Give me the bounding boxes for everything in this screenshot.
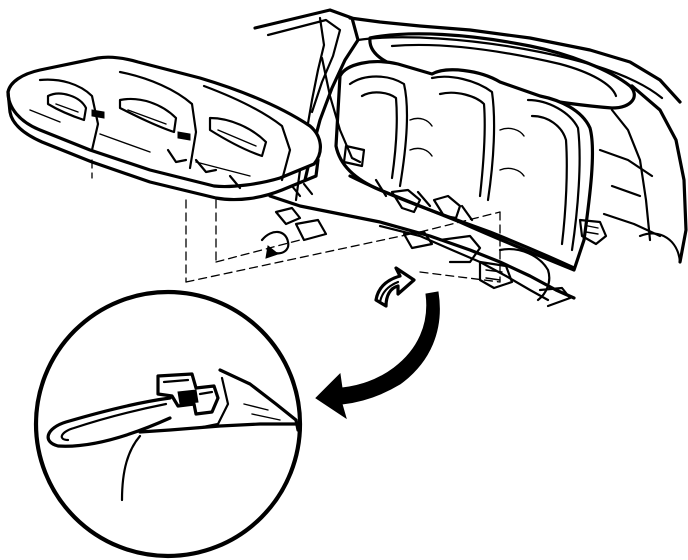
retainer-bracket-detail <box>162 378 214 396</box>
seatback-left-bolster <box>348 75 409 188</box>
floor-sill-right <box>538 286 572 308</box>
direction-arrow[interactable] <box>374 266 416 308</box>
cushion-seam-center <box>118 70 198 170</box>
left-belt-retractor <box>342 144 366 168</box>
floor-tunnel <box>498 248 551 302</box>
proj-center-diag <box>185 231 421 283</box>
quarter-trim-line <box>610 108 652 242</box>
cushion-buckle-slot-1 <box>91 109 105 119</box>
seatback-center <box>430 75 496 202</box>
detail-floor-lower <box>120 434 142 502</box>
rear-seatback <box>334 60 595 272</box>
rear-window-frame <box>356 36 664 100</box>
cushion-seam-right <box>202 84 292 182</box>
cushion-buckle-slot-2 <box>177 131 191 141</box>
retainer-clip <box>177 389 199 405</box>
seat-cushion <box>6 55 322 202</box>
proj-inner-diag <box>215 239 301 263</box>
floor-pan <box>260 194 576 308</box>
detail-magnifier <box>33 289 303 559</box>
right-buckle-detail <box>585 225 599 235</box>
left-belt-strap <box>320 56 362 164</box>
roof-line <box>348 16 682 104</box>
proj-right-diag <box>419 211 501 233</box>
callout-arrow[interactable] <box>315 291 440 420</box>
detail-floor-seam <box>243 403 281 421</box>
seatback-left-seam <box>360 91 398 180</box>
floor-hook-right <box>438 234 482 264</box>
cushion-front-lip <box>6 90 320 202</box>
seat-belt-buckles <box>320 56 608 246</box>
retainer-wire-inner <box>60 402 168 442</box>
cushion-seam-left <box>38 78 100 152</box>
floor-hook-left-tip <box>265 245 280 259</box>
proj-floor-link <box>419 271 501 283</box>
car-body <box>253 8 688 264</box>
direction-arrow-body <box>374 266 416 308</box>
cushion-stitch-1 <box>55 103 257 147</box>
right-buckle <box>578 218 608 246</box>
floor-clip-detail <box>485 269 503 281</box>
seatback-quilt-1 <box>409 117 433 157</box>
seatback-center-seam <box>438 91 486 198</box>
cushion-stitch-2 <box>29 109 251 177</box>
floor-clip-right <box>478 260 514 290</box>
cushion-pad-right <box>208 116 268 158</box>
seatback-right-seam <box>530 114 568 246</box>
right-wheel-arch <box>638 232 682 264</box>
detail-circle <box>33 289 303 559</box>
cushion-top-outline <box>6 55 322 189</box>
seatback-quilt-2 <box>499 127 525 177</box>
pillar-trim-line <box>266 18 342 114</box>
cushion-pad-left <box>46 92 88 122</box>
quarter-panel-right <box>630 84 688 264</box>
floor-bracket-left <box>274 206 328 242</box>
buckle-straps <box>374 178 474 222</box>
right-hardware <box>598 148 662 238</box>
shelf-inner-edge <box>390 43 618 98</box>
cushion-pad-center <box>118 97 178 134</box>
cushion-retainer-wire <box>46 396 172 448</box>
detail-floor-edge <box>138 422 300 434</box>
floor-outline <box>268 194 576 300</box>
center-buckle-2 <box>432 194 462 220</box>
floor-hook-left <box>260 230 290 255</box>
projection-lines <box>91 159 501 283</box>
callout-arrow-body <box>315 291 440 420</box>
cushion-underside-hooks <box>166 148 242 190</box>
cushion-wire-ends <box>290 182 314 198</box>
pillar-inner-line <box>294 16 326 202</box>
center-buckle <box>390 188 422 214</box>
seatback-right-bolster <box>526 98 581 252</box>
direction-arrow-shade <box>378 280 400 304</box>
